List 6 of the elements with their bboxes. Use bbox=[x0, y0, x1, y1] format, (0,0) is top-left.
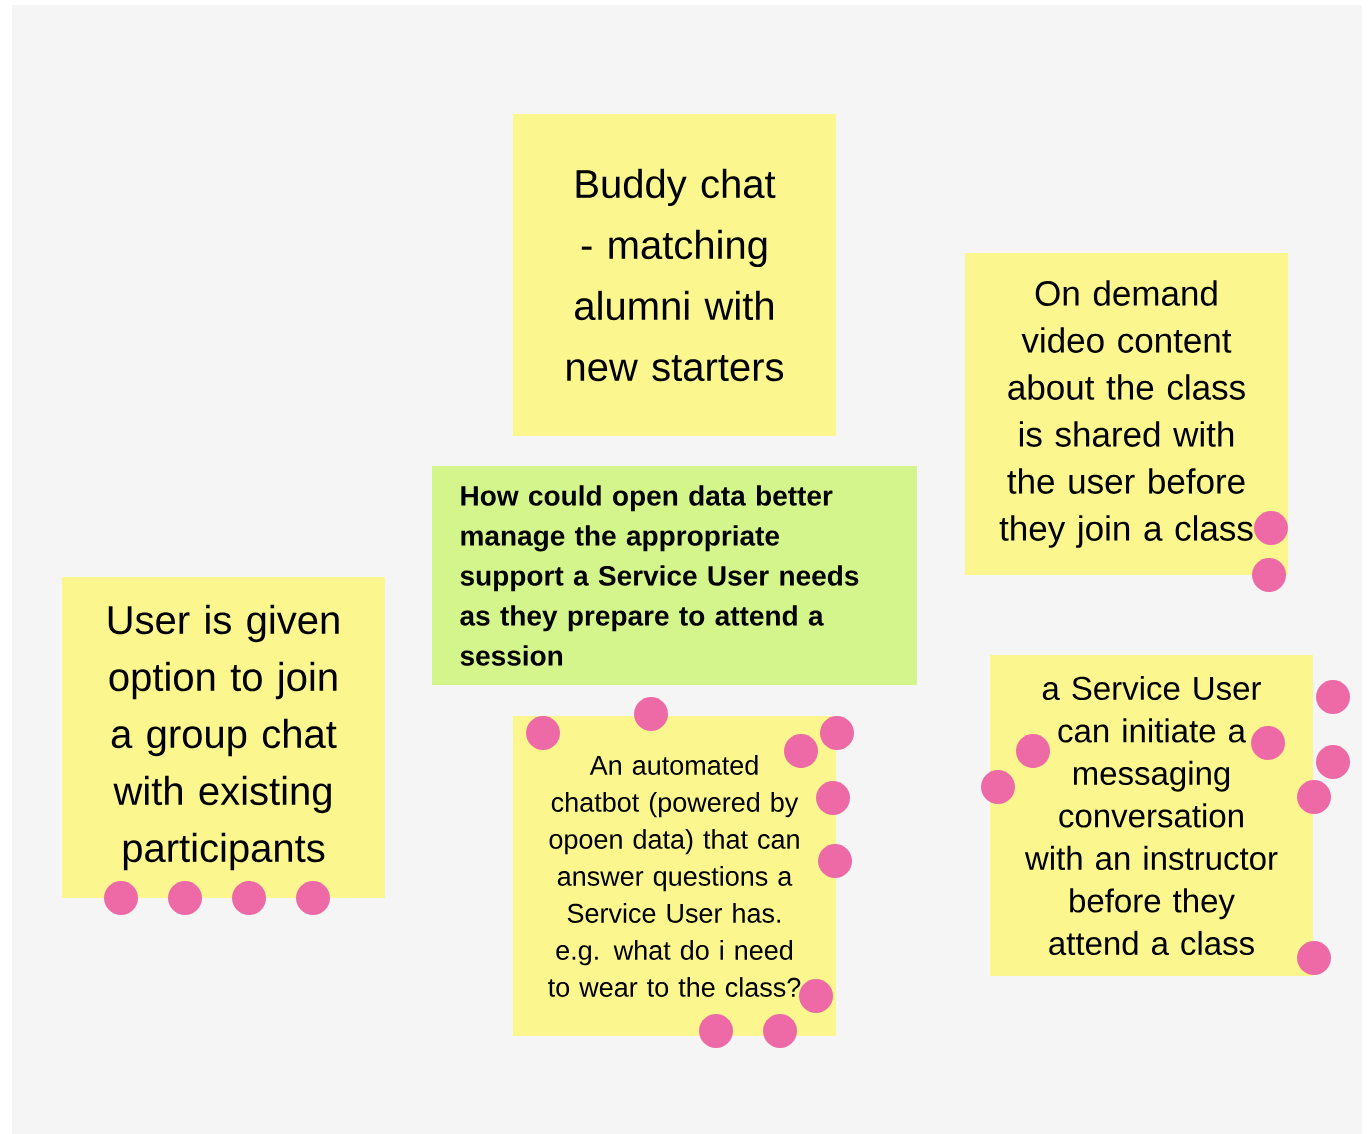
question-card: How could open data better manage the appropriate support a Service User needs as they prepare to attend a session bbox=[432, 466, 917, 685]
sticky-note: On demand video content about the class is shared with the user before they join a class bbox=[965, 253, 1288, 575]
sticky-note: Buddy chat - matching alumni with new starters bbox=[513, 114, 836, 436]
sticky-note: User is given option to join a group chat with existing participants bbox=[62, 577, 385, 898]
sticky-note: An automated chatbot (powered by opoen data) that can answer questions a Service User has. e.g. what do i need to wear to the class? bbox=[513, 716, 836, 1036]
sticky-note: a Service User can initiate a messaging conversation with an instructor before they attend a class bbox=[990, 655, 1313, 976]
